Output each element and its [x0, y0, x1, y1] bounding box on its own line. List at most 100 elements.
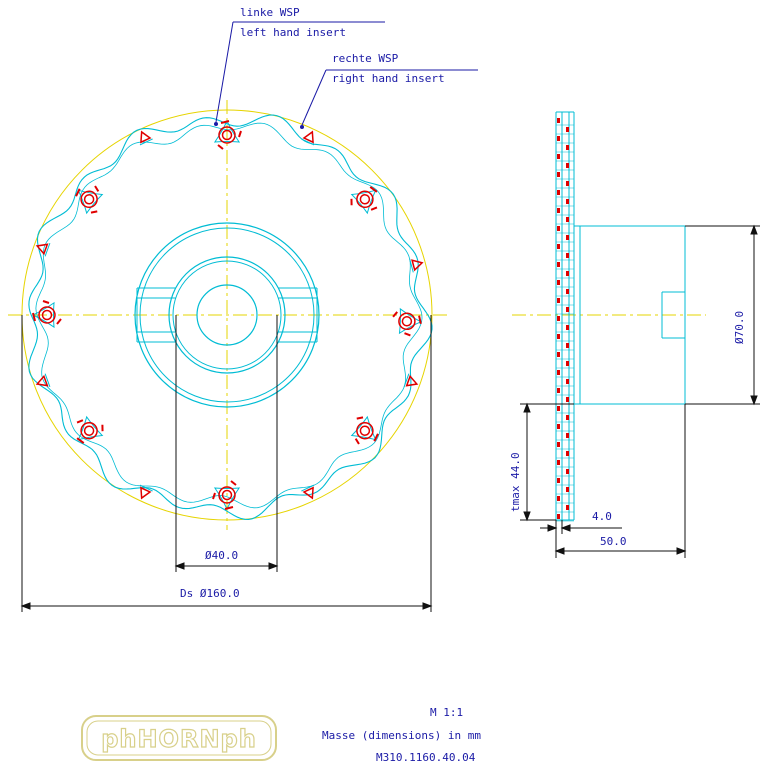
right-insert-callout — [301, 69, 478, 126]
side-insert-mark — [557, 244, 560, 249]
edge-insert-mark — [139, 484, 153, 500]
side-insert-mark — [557, 388, 560, 393]
cutting-insert — [31, 300, 62, 329]
side-insert-mark — [566, 343, 569, 348]
cutting-insert — [213, 119, 242, 150]
left-insert-label-de: linke WSP — [240, 6, 300, 19]
cutting-insert — [76, 415, 104, 444]
edge-insert-mark — [409, 258, 424, 273]
side-insert-mark — [566, 235, 569, 240]
side-insert-mark — [566, 451, 569, 456]
side-insert-mark — [566, 433, 569, 438]
side-insert-mark — [557, 406, 560, 411]
side-view: Ø70.0 tmax 44.0 4.0 50.0 — [509, 111, 760, 558]
units-label: Masse (dimensions) in mm — [322, 729, 481, 742]
tmax-dimension — [520, 402, 574, 522]
side-insert-mark — [557, 172, 560, 177]
tmax-label: tmax 44.0 — [509, 452, 522, 512]
side-insert-mark — [557, 226, 560, 231]
width-dimension — [540, 520, 622, 534]
side-insert-mark — [566, 361, 569, 366]
width-label: 4.0 — [592, 510, 612, 523]
side-insert-mark — [557, 262, 560, 267]
side-insert-mark — [566, 505, 569, 510]
hub-middle-ring — [168, 256, 286, 374]
edge-insert-mark — [139, 130, 153, 146]
edge-insert-mark — [403, 373, 419, 388]
side-insert-mark — [566, 397, 569, 402]
side-insert-mark — [557, 136, 560, 141]
side-blade-inserts — [556, 118, 574, 522]
side-insert-mark — [566, 145, 569, 150]
title-block: phHORNph M 1:1 Masse (dimensions) in mm … — [81, 706, 481, 764]
side-insert-mark — [557, 424, 560, 429]
length-dimension — [554, 404, 687, 558]
cutting-insert — [350, 186, 378, 215]
part-number-label: M310.1160.40.04 — [376, 751, 476, 764]
edge-insert-mark — [301, 130, 315, 146]
hub-diameter-label: Ø70.0 — [733, 311, 746, 344]
side-insert-mark — [557, 460, 560, 465]
side-insert-mark — [557, 352, 560, 357]
cutting-insert — [350, 415, 379, 445]
side-insert-mark — [566, 307, 569, 312]
bore-circle — [196, 284, 258, 346]
side-insert-mark — [557, 334, 560, 339]
side-insert-mark — [557, 442, 560, 447]
side-insert-mark — [557, 280, 560, 285]
side-insert-mark — [557, 514, 560, 519]
side-insert-mark — [557, 298, 560, 303]
side-insert-mark — [557, 496, 560, 501]
left-insert-callout — [215, 21, 385, 123]
side-insert-mark — [557, 154, 560, 159]
keyway-left — [136, 287, 176, 343]
side-insert-mark — [566, 415, 569, 420]
right-callout-dot — [300, 125, 304, 129]
side-insert-mark — [557, 478, 560, 483]
edge-insert-mark — [301, 484, 315, 500]
side-insert-mark — [557, 190, 560, 195]
cutter-body-inner-contour — [35, 122, 423, 509]
side-insert-mark — [566, 181, 569, 186]
hub-outer-ring — [134, 222, 320, 408]
side-insert-mark — [566, 379, 569, 384]
scale-label: M 1:1 — [430, 706, 463, 719]
hub-outer-ring-2 — [139, 227, 315, 403]
edge-insert-mark — [35, 373, 51, 388]
outer-dimension-label: Ds Ø160.0 — [180, 587, 240, 600]
side-insert-mark — [566, 217, 569, 222]
logo-text: phHORNph — [101, 725, 257, 753]
outer-dimension — [20, 315, 433, 612]
side-insert-mark — [566, 325, 569, 330]
side-insert-mark — [566, 163, 569, 168]
side-insert-mark — [566, 289, 569, 294]
side-insert-mark — [566, 271, 569, 276]
side-insert-mark — [557, 370, 560, 375]
right-insert-label-en: right hand insert — [332, 72, 445, 85]
left-insert-label-en: left hand insert — [240, 26, 346, 39]
side-insert-mark — [557, 118, 560, 123]
side-insert-mark — [566, 469, 569, 474]
bore-dimension-label: Ø40.0 — [205, 549, 238, 562]
cutting-insert — [75, 185, 104, 215]
front-view: Ø40.0 Ds Ø160.0 linke WSP left hand inse… — [8, 6, 478, 612]
hub-middle-ring-2 — [172, 260, 282, 370]
side-insert-mark — [566, 199, 569, 204]
keyway-right — [278, 287, 318, 343]
edge-insert-mark — [35, 242, 51, 257]
left-callout-dot — [214, 122, 218, 126]
length-label: 50.0 — [600, 535, 627, 548]
side-insert-mark — [557, 208, 560, 213]
side-hub — [574, 225, 686, 405]
cutting-insert — [392, 307, 423, 337]
side-insert-mark — [566, 127, 569, 132]
side-insert-mark — [566, 253, 569, 258]
insert-group — [31, 119, 424, 511]
hub-diameter-dimension — [685, 224, 760, 406]
side-insert-mark — [557, 316, 560, 321]
side-insert-mark — [566, 487, 569, 492]
bore-dimension — [174, 315, 279, 572]
cutter-body-contour — [28, 114, 433, 520]
horn-logo: phHORNph — [81, 715, 277, 761]
